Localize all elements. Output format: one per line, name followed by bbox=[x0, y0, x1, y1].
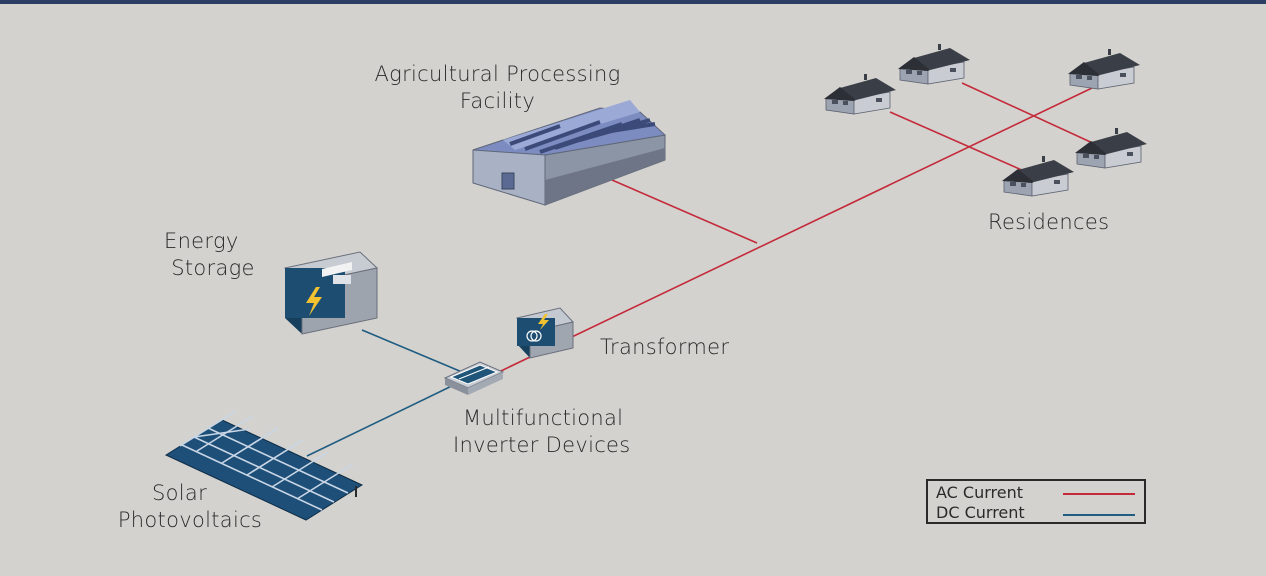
inverter-label-line2: Inverter Devices bbox=[453, 433, 631, 457]
legend-box: AC Current DC Current bbox=[926, 479, 1146, 524]
residence-house-2 bbox=[897, 43, 971, 85]
legend-ac-swatch bbox=[1063, 493, 1135, 495]
solar-label: Solar Photovoltaics bbox=[100, 480, 280, 534]
inverter-label-line1: Multifunctional bbox=[463, 406, 624, 430]
inverter-label: Multifunctional Inverter Devices bbox=[453, 405, 631, 459]
residences-group bbox=[823, 43, 1148, 197]
legend-dc-swatch bbox=[1063, 514, 1135, 516]
inverter-device bbox=[443, 361, 505, 395]
dc-storage-line bbox=[361, 329, 463, 373]
ac-residence-line-2 bbox=[961, 82, 1098, 146]
transformer-label: Transformer bbox=[600, 335, 730, 359]
residence-house-5 bbox=[1001, 155, 1075, 197]
solar-panel-array bbox=[164, 410, 364, 521]
header-bar bbox=[0, 0, 1266, 4]
transformer-coil-icon bbox=[526, 330, 538, 342]
residence-house-1 bbox=[823, 73, 897, 115]
inverter-symbol-icon bbox=[458, 366, 490, 380]
facility-label: Agricultural Processing Facility bbox=[340, 61, 655, 115]
solar-label-line1: Solar bbox=[152, 481, 208, 505]
legend-ac-label: AC Current bbox=[936, 483, 1024, 502]
residence-house-4 bbox=[1074, 127, 1148, 169]
dc-solar-line bbox=[306, 381, 461, 457]
dc-lines bbox=[306, 329, 463, 457]
agricultural-facility-building bbox=[472, 100, 667, 206]
residence-house-3 bbox=[1067, 48, 1141, 90]
solar-label-line2: Photovoltaics bbox=[117, 508, 263, 532]
lightning-icon bbox=[306, 287, 322, 316]
transformer-lightning-icon bbox=[538, 314, 549, 330]
energy-storage-label: Energy Storage bbox=[148, 228, 278, 282]
energy-storage-label-line2: Storage bbox=[171, 256, 255, 280]
transformer-unit bbox=[516, 307, 574, 359]
facility-label-line1: Agricultural Processing bbox=[374, 62, 621, 86]
ac-facility-line bbox=[611, 179, 758, 244]
ac-main-line bbox=[481, 87, 1093, 381]
legend-ac-row: AC Current bbox=[936, 483, 1023, 503]
legend-dc-row: DC Current bbox=[936, 503, 1025, 523]
legend-dc-label: DC Current bbox=[936, 503, 1025, 522]
facility-label-line2: Facility bbox=[459, 89, 536, 113]
energy-storage-unit bbox=[283, 251, 379, 335]
ac-residence-line-1 bbox=[889, 111, 1041, 179]
ac-lines bbox=[481, 82, 1098, 381]
energy-storage-label-line1: Energy bbox=[164, 229, 239, 253]
residences-label: Residences bbox=[988, 210, 1110, 234]
